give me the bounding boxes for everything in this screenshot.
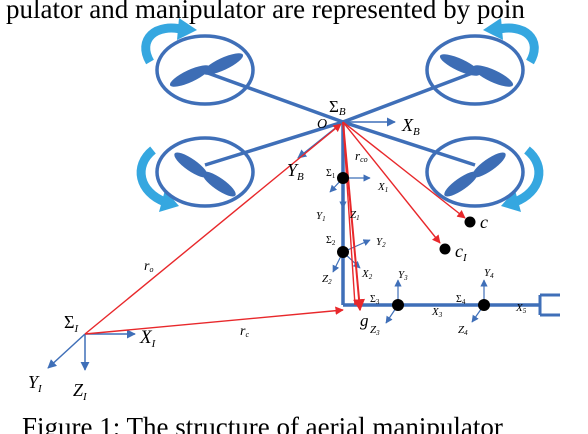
label-sigma-i: ΣI <box>64 312 79 335</box>
propeller-blade <box>169 65 211 87</box>
vector-to-c <box>342 121 466 219</box>
rotation-arrow-icon <box>493 23 539 65</box>
label-y-3: Y3 <box>398 269 408 282</box>
label-z-1: Z1 <box>350 209 360 222</box>
label-x-3: X3 <box>431 306 443 319</box>
rotor-top-left <box>141 18 255 106</box>
drone-arms <box>204 70 476 167</box>
label-point-g: g <box>360 311 369 330</box>
label-sigma-b: ΣB <box>329 97 346 118</box>
label-x-i: XI <box>139 327 157 350</box>
label-x-2: X2 <box>361 268 373 281</box>
rotor-bottom-left <box>136 136 255 212</box>
rotor-ring <box>425 34 525 106</box>
propeller-blade <box>472 152 506 178</box>
label-origin: O <box>317 117 327 132</box>
joint-4 <box>478 299 490 311</box>
label-sigma-2: Σ2 <box>326 235 336 247</box>
point-ci-dot <box>439 243 451 255</box>
propeller-blade <box>444 171 478 197</box>
label-point-ci: cI <box>455 241 468 264</box>
inertial-frame-axes <box>47 329 136 371</box>
figure-labels: ΣB O XB YB rco Σ1 X1 Y1 Z1 Σ2 Y2 X2 Z2 Σ… <box>28 97 527 403</box>
vector-to-g <box>342 121 366 312</box>
joint-2 <box>337 246 349 258</box>
label-sigma-3: Σ3 <box>370 294 380 306</box>
label-x-5: X5 <box>515 302 527 315</box>
label-y-2: Y2 <box>376 236 386 249</box>
propeller-blade <box>202 171 236 197</box>
figure-caption: Figure 1: The structure of aerial manipu… <box>22 412 503 434</box>
joint-3 <box>392 299 404 311</box>
propeller-blade <box>472 65 514 87</box>
point-c-dot <box>464 216 476 228</box>
vector-to-ci <box>342 121 441 244</box>
label-r-co: rco <box>355 148 368 164</box>
vector-r-o <box>84 123 342 335</box>
propeller-blade <box>174 152 208 178</box>
joint-1 <box>337 172 349 184</box>
label-z-3: Z3 <box>370 324 380 337</box>
label-sigma-1: Σ1 <box>326 168 336 180</box>
rotor-ring <box>425 136 525 208</box>
rotor-top-right <box>425 18 539 106</box>
label-y-i: YI <box>28 372 43 395</box>
vector-r-c <box>84 306 344 335</box>
joints <box>337 172 490 311</box>
label-sigma-4: Σ4 <box>456 294 466 306</box>
rotation-arrow-icon <box>513 146 544 207</box>
label-x-b: XB <box>401 115 420 138</box>
label-z-4: Z4 <box>458 324 468 337</box>
propeller-blade <box>202 53 244 75</box>
label-z-2: Z2 <box>322 273 332 286</box>
label-r-o: ro <box>144 259 153 274</box>
label-r-c: rc <box>240 324 249 339</box>
manipulator-links <box>341 122 560 317</box>
label-z-i: ZI <box>73 380 88 403</box>
rotor-ring <box>155 136 255 208</box>
rotation-arrow-icon <box>136 146 167 207</box>
label-y-1: Y1 <box>316 210 326 223</box>
body-text-line: pulator and manipulator are represented … <box>6 0 525 24</box>
rotor-bottom-right <box>425 136 544 212</box>
propeller-blade <box>439 54 481 76</box>
position-vectors <box>84 121 466 335</box>
label-y-b: YB <box>287 160 304 183</box>
rotor-ring <box>155 34 255 106</box>
label-y-4: Y4 <box>484 267 494 280</box>
rotation-arrow-icon <box>141 23 187 65</box>
label-point-c: c <box>480 212 488 232</box>
label-x-1: X1 <box>377 181 388 194</box>
